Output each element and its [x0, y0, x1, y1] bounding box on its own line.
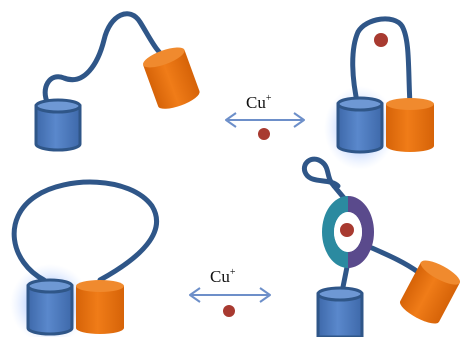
linker-strand: [11, 179, 160, 283]
panel-looped-state: [10, 179, 160, 337]
blue-cylinder: [26, 278, 74, 336]
blue-cylinder: [336, 96, 384, 154]
orange-cylinder: [142, 47, 200, 109]
copper-ion: [374, 33, 388, 47]
panel-open-state: [34, 11, 200, 152]
blue-cylinder: [316, 286, 364, 337]
reaction-arrow-top: Cu+: [225, 93, 305, 140]
orange-cylinder: [76, 280, 124, 334]
copper-ion: [258, 128, 270, 140]
panel-ring-complex: [302, 156, 461, 337]
panel-bound-state: [324, 16, 434, 170]
blue-cylinder: [34, 98, 82, 152]
orange-cylinder: [399, 260, 461, 324]
linker-strand: [42, 11, 171, 107]
linker-strand: [350, 16, 413, 109]
orange-cylinder: [386, 98, 434, 152]
copper-ion: [340, 223, 354, 237]
copper-ion-label: Cu+: [246, 93, 272, 112]
linker-strand: [302, 156, 341, 189]
copper-ion-label: Cu+: [210, 267, 236, 286]
copper-ion: [223, 305, 235, 317]
reaction-arrow-bottom: Cu+: [189, 267, 271, 317]
